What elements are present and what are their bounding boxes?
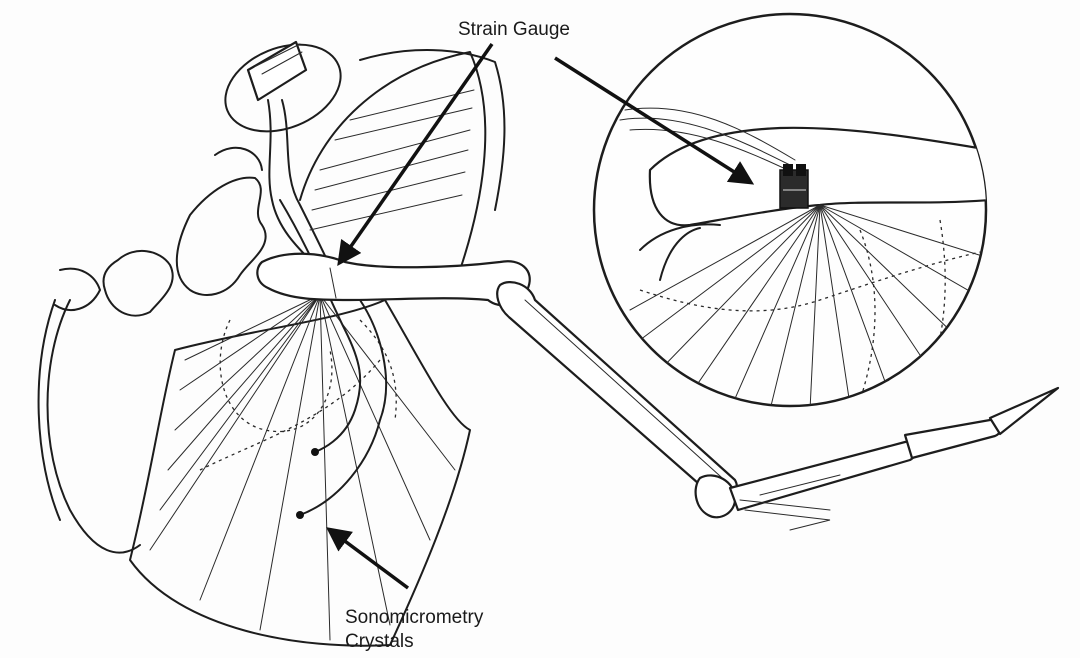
vertebral-column [55,148,266,316]
sonomicrometry-label-line1: Sonomicrometry [345,606,483,629]
hand-digits [730,388,1058,530]
strain-gauge-label: Strain Gauge [458,18,570,41]
strain-gauge-arrow-main [340,44,492,262]
ribcage [300,50,504,270]
magnified-inset [594,14,995,410]
sonomicrometry-arrow [330,530,408,588]
humerus-bone [257,254,529,305]
sonomicrometry-crystal-lower [296,511,304,519]
sonomicrometry-label-line2: Crystals [345,630,414,653]
strain-gauge-device [780,164,808,208]
sonomicrometry-crystal-upper [311,448,319,456]
body-outline [48,300,141,553]
